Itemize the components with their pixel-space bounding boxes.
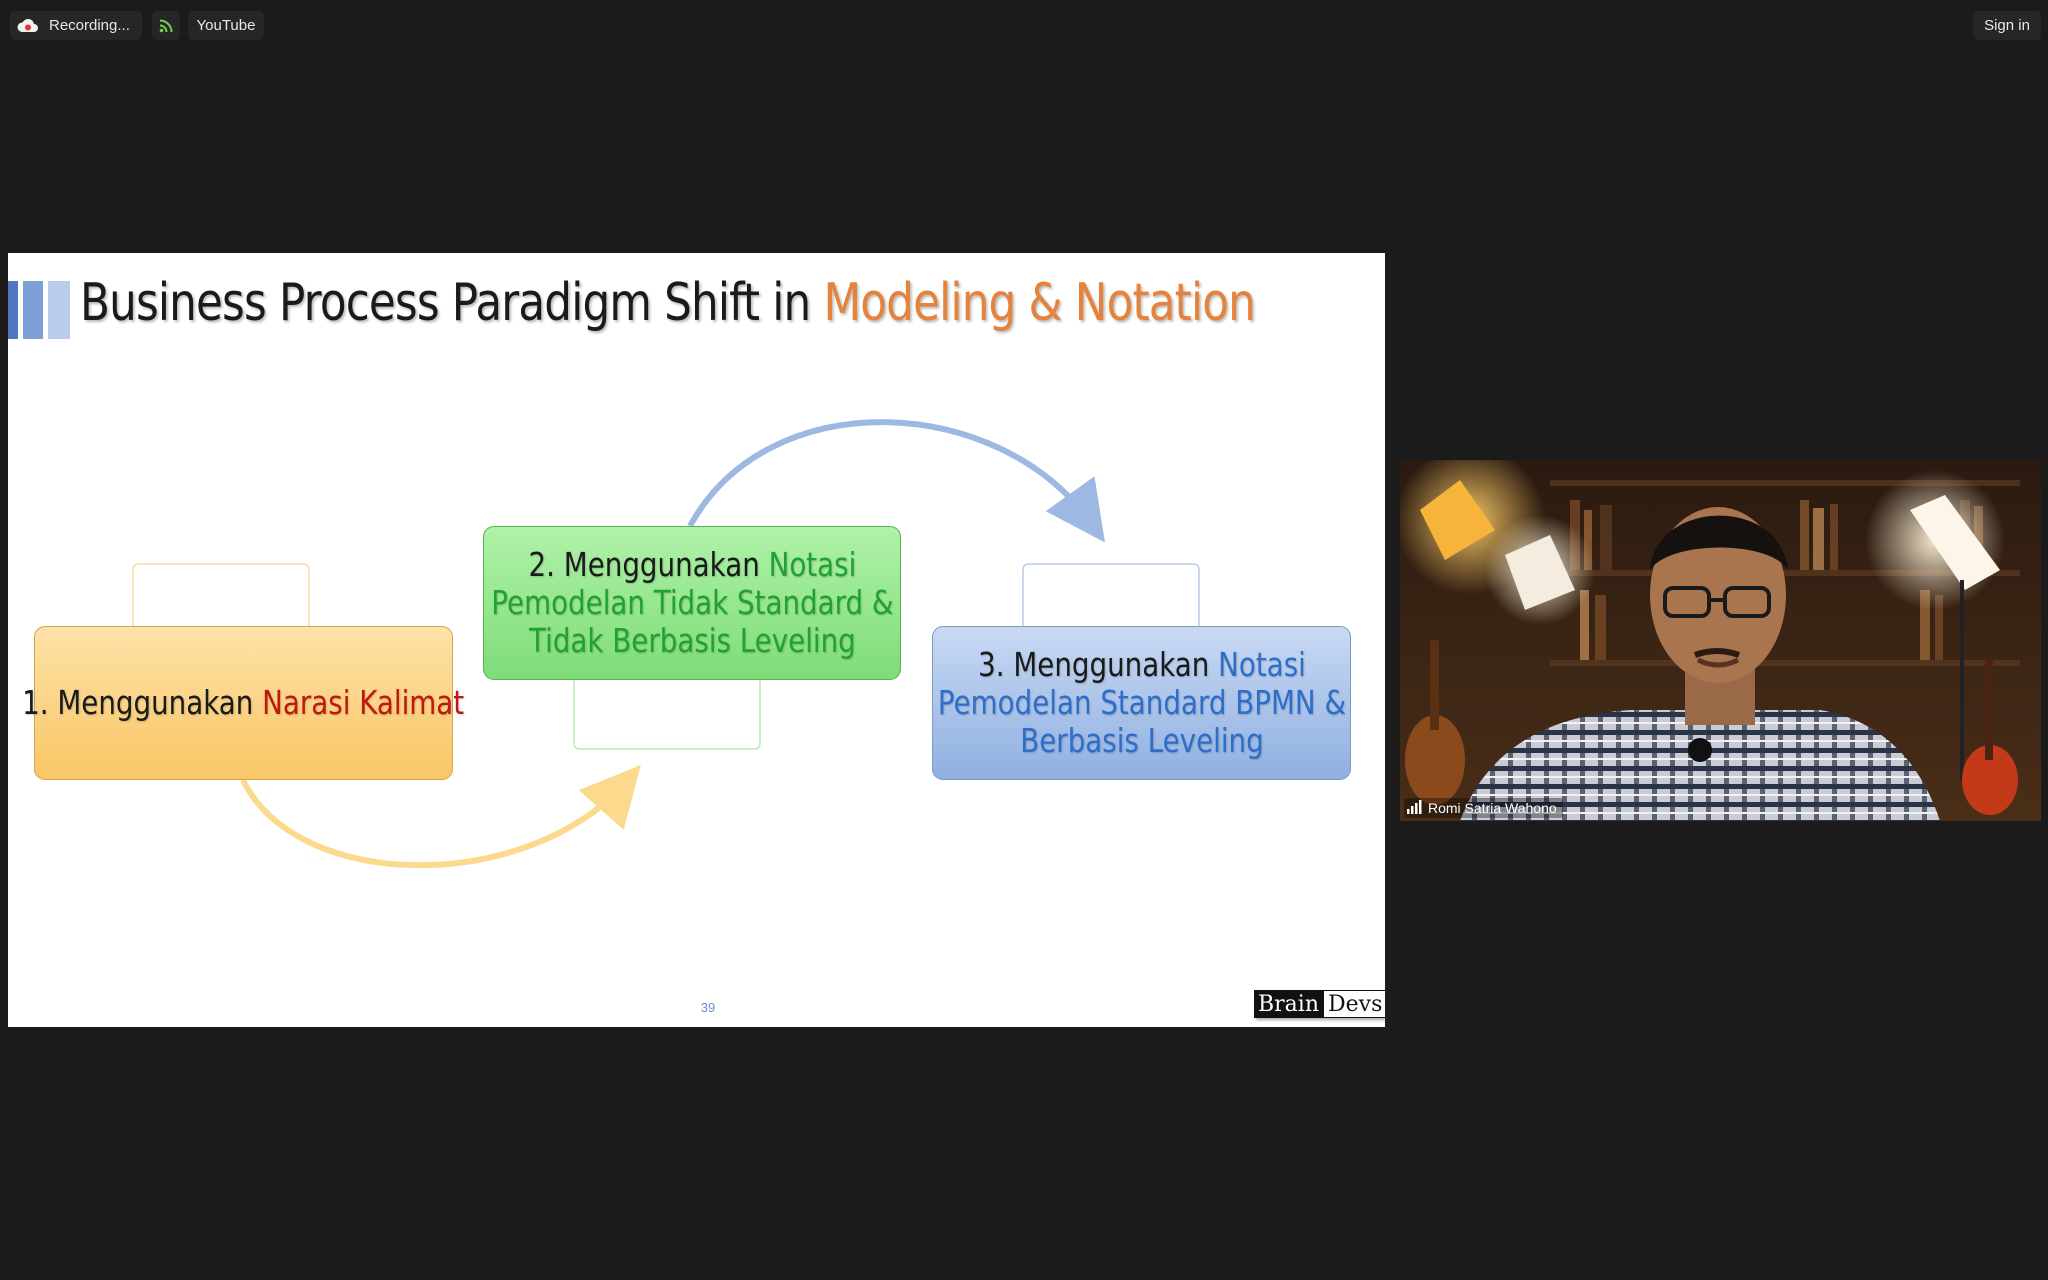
card3-outline-tab: [1022, 563, 1200, 626]
card2-accent-text: Notasi: [768, 545, 856, 584]
live-stream-button[interactable]: [152, 11, 180, 40]
card2-outline-tab: [573, 680, 761, 750]
card1-accent-text: Narasi Kalimat: [262, 683, 465, 722]
recording-label: Recording...: [49, 17, 130, 34]
slide-title: Business Process Paradigm Shift in Model…: [80, 273, 1256, 333]
step-card-2: 2. Menggunakan Notasi Pemodelan Tidak St…: [483, 526, 901, 680]
step-card-1: 1. Menggunakan Narasi Kalimat: [22, 626, 465, 780]
participant-name: Romi Satria Wahono: [1428, 800, 1557, 816]
card2-plain-text: 2. Menggunakan: [528, 545, 760, 584]
process-diagram: [132, 419, 1200, 869]
slide-title-accent: Modeling & Notation: [823, 273, 1255, 333]
sign-in-label: Sign in: [1984, 17, 2030, 34]
card2-line2: Pemodelan Tidak Standard &: [490, 583, 894, 622]
video-feed: [1400, 460, 2041, 821]
card1-outline-tab: [132, 563, 310, 626]
card3-line3: Berbasis Leveling: [1019, 721, 1264, 760]
title-decoration-bar: [8, 281, 18, 339]
shared-screen-slide: Business Process Paradigm Shift in Model…: [8, 253, 1385, 1027]
card1-plain-text: 1. Menggunakan: [22, 683, 254, 722]
cloud-recording-icon: [17, 18, 39, 34]
signal-bars-icon: [1406, 799, 1422, 817]
recording-indicator[interactable]: Recording...: [10, 11, 142, 40]
card2-line3: Tidak Berbasis Leveling: [528, 621, 856, 660]
title-decoration-bar: [48, 281, 70, 339]
step-card-3: 3. Menggunakan Notasi Pemodelan Standard…: [932, 626, 1351, 780]
slide-page-number: 39: [700, 1000, 716, 1015]
card3-accent-text: Notasi: [1217, 645, 1306, 684]
card3-plain-text: 3. Menggunakan: [977, 645, 1209, 684]
arrow-curve-bottom: [240, 765, 641, 869]
card3-line2: Pemodelan Standard BPMN &: [937, 683, 1346, 722]
sign-in-button[interactable]: Sign in: [1973, 11, 2041, 40]
slide-title-main: Business Process Paradigm Shift in: [80, 273, 811, 333]
logo-devs: Devs: [1323, 990, 1385, 1018]
rss-icon: [159, 19, 173, 33]
youtube-label: YouTube: [196, 17, 256, 34]
arrow-curve-top: [687, 419, 1105, 543]
participant-name-label: Romi Satria Wahono: [1404, 798, 1563, 818]
youtube-stream-button[interactable]: YouTube: [188, 11, 264, 40]
participant-video-tile[interactable]: Romi Satria Wahono: [1400, 460, 2041, 821]
title-decoration-bar: [23, 281, 43, 339]
